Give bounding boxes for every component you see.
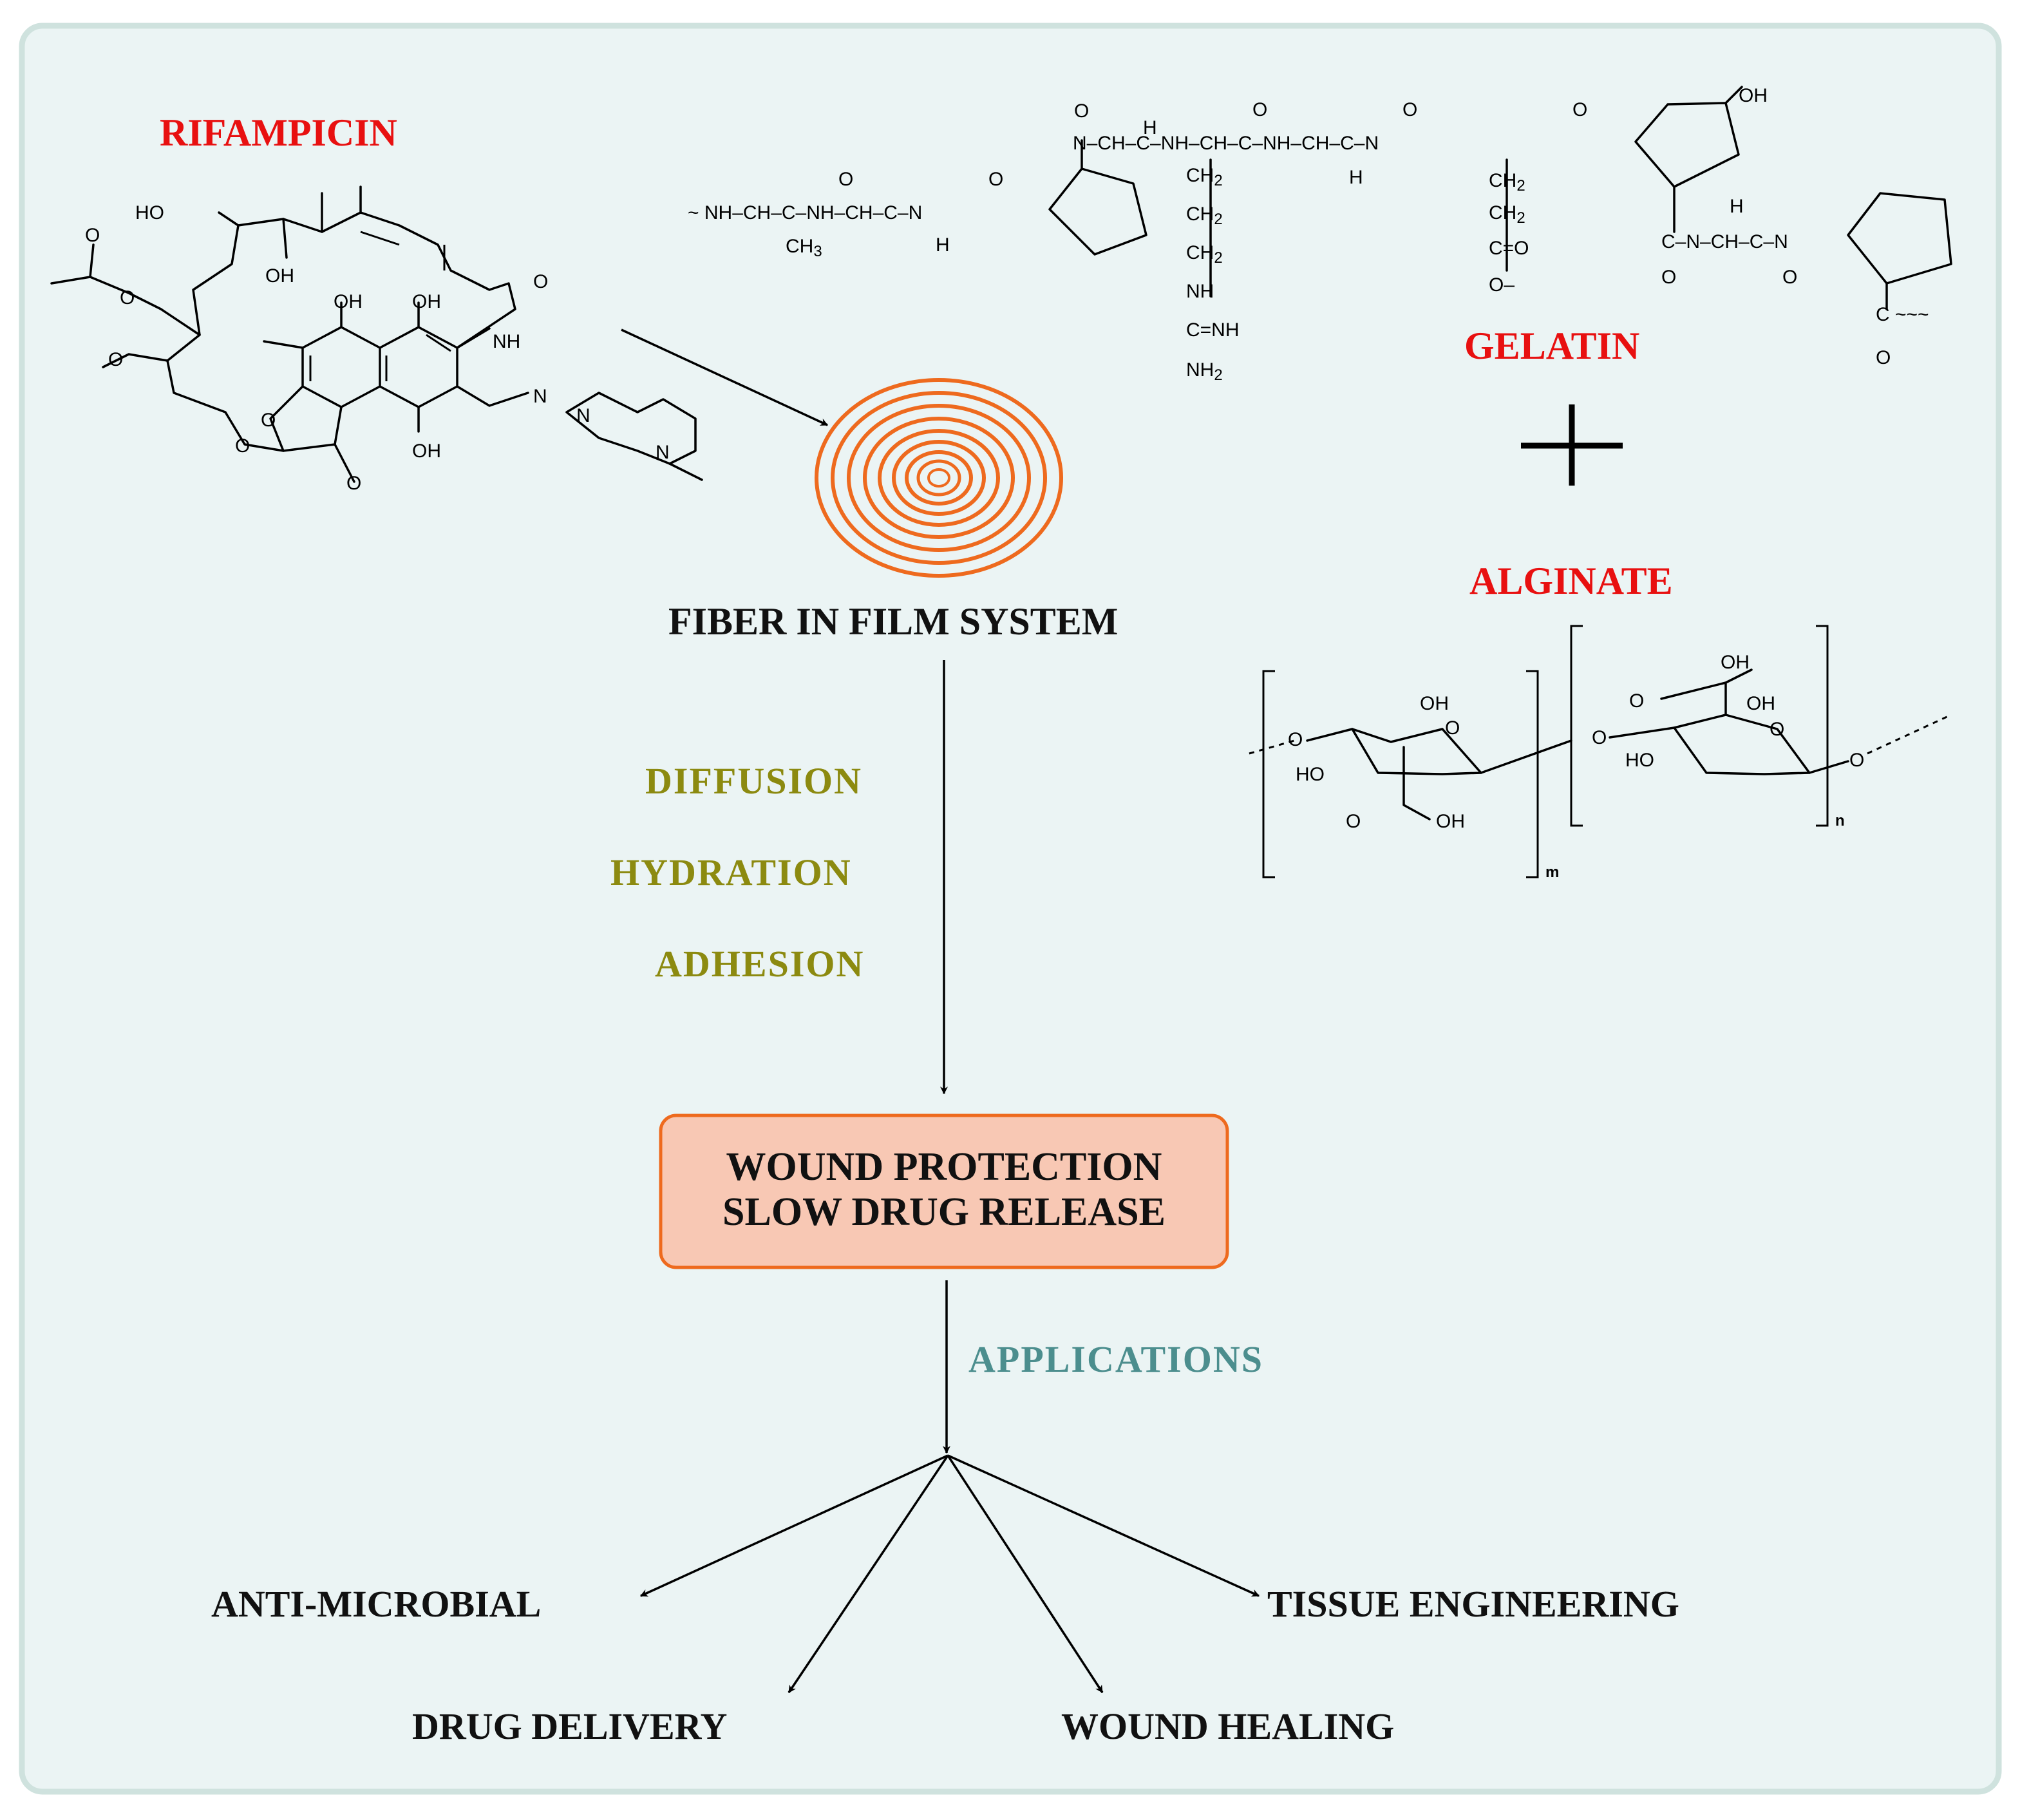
applications-label: APPLICATIONS [968,1338,1263,1380]
arrow-to-drug-delivery [788,1455,949,1693]
fiber-spiral [815,378,1063,578]
arrow-to-wound-healing [947,1455,1104,1694]
svg-text:O: O [533,271,548,292]
outcome-anti-microbial: ANTI-MICROBIAL [211,1583,541,1625]
svg-text:N: N [533,386,547,407]
svg-text:O: O [1288,729,1303,750]
svg-text:O: O [1252,99,1267,120]
arrow-to-tissue-engineering [947,1454,1260,1597]
outcome-tissue-engineering: TISSUE ENGINEERING [1267,1583,1679,1625]
svg-text:N: N [656,442,670,463]
svg-text:C–N–CH–C–N: C–N–CH–C–N [1661,231,1788,252]
process-adhesion: ADHESION [655,943,864,985]
svg-text:H: H [1349,167,1363,188]
svg-text:O: O [1592,727,1607,748]
svg-text:HO: HO [1296,764,1325,785]
arrow-rifampicin-to-fiber [621,328,829,426]
svg-text:HO: HO [135,202,164,223]
svg-text:O: O [1572,99,1587,120]
outcome-drug-delivery: DRUG DELIVERY [412,1705,727,1747]
svg-text:O: O [235,435,250,457]
alginate-structure: O OH O HO O OH m O OH O OH O HO O n [1249,625,1952,881]
svg-text:O: O [1770,719,1784,740]
svg-text:O: O [1346,811,1361,832]
rifampicin-structure: HO OH OH OH OH NH O O O O O O O N N N [50,185,703,494]
svg-text:O: O [1849,750,1864,771]
svg-text:O–: O– [1489,274,1515,296]
svg-text:HO: HO [1625,750,1654,771]
svg-text:OH: OH [265,265,294,287]
svg-text:OH: OH [412,291,441,312]
gelatin-structure: ~ NH–CH–C–NH–CH–C–N CH3 H O O O N–CH–C–N… [688,85,1952,384]
svg-text:O: O [1074,100,1089,122]
svg-text:OH: OH [1436,811,1465,832]
svg-text:O: O [1876,347,1891,368]
svg-text:O: O [346,473,361,494]
svg-text:m: m [1545,864,1559,881]
svg-text:O: O [1402,99,1417,120]
svg-text:H: H [936,234,950,256]
outer-frame [19,23,2002,1795]
svg-text:CH2: CH2 [1186,204,1223,228]
box-line-1: WOUND PROTECTION [726,1145,1162,1189]
svg-text:O: O [1782,267,1797,288]
fiber-system-label: FIBER IN FILM SYSTEM [668,600,1118,643]
svg-text:OH: OH [412,441,441,462]
svg-text:OH: OH [1746,693,1775,714]
arrow-to-anti-microbial [639,1454,949,1597]
svg-text:N–CH–C–NH–CH–C–NH–CH–C–N: N–CH–C–NH–CH–C–NH–CH–C–N [1073,133,1379,154]
plus-sign [1521,404,1623,486]
process-diffusion: DIFFUSION [645,760,862,802]
svg-text:O: O [838,169,853,190]
svg-text:CH2: CH2 [1186,165,1223,189]
svg-text:NH: NH [1186,281,1214,302]
svg-text:C ~~~: C ~~~ [1876,304,1929,325]
svg-text:~ NH–CH–C–NH–CH–C–N: ~ NH–CH–C–NH–CH–C–N [688,202,922,223]
rifampicin-title: RIFAMPICIN [160,111,397,154]
gelatin-title: GELATIN [1464,325,1639,367]
svg-text:O: O [1629,690,1644,712]
svg-text:NH2: NH2 [1186,359,1223,384]
svg-text:H: H [1730,196,1744,217]
svg-text:O: O [988,169,1003,190]
alginate-title: ALGINATE [1469,560,1673,602]
process-hydration: HYDRATION [610,851,852,893]
svg-text:n: n [1835,812,1845,829]
svg-text:OH: OH [334,291,363,312]
svg-text:CH2: CH2 [1186,242,1223,267]
svg-text:C=O: C=O [1489,238,1529,259]
svg-text:OH: OH [1420,693,1449,714]
svg-text:CH2: CH2 [1489,170,1525,194]
svg-text:O: O [261,410,276,431]
svg-text:O: O [1661,267,1676,288]
svg-text:CH2: CH2 [1489,202,1525,227]
svg-text:H: H [1143,117,1157,138]
svg-text:O: O [108,349,123,370]
svg-text:C=NH: C=NH [1186,319,1240,341]
svg-text:CH3: CH3 [786,236,822,260]
outcome-wound-healing: WOUND HEALING [1061,1705,1394,1747]
svg-text:O: O [1445,717,1460,739]
result-box [659,1114,1229,1269]
svg-text:O: O [85,225,100,246]
box-line-2: SLOW DRUG RELEASE [722,1190,1166,1234]
svg-text:N: N [576,405,590,426]
svg-text:OH: OH [1739,85,1768,106]
svg-text:OH: OH [1721,652,1750,673]
svg-text:O: O [120,287,135,308]
svg-text:NH: NH [493,331,520,352]
